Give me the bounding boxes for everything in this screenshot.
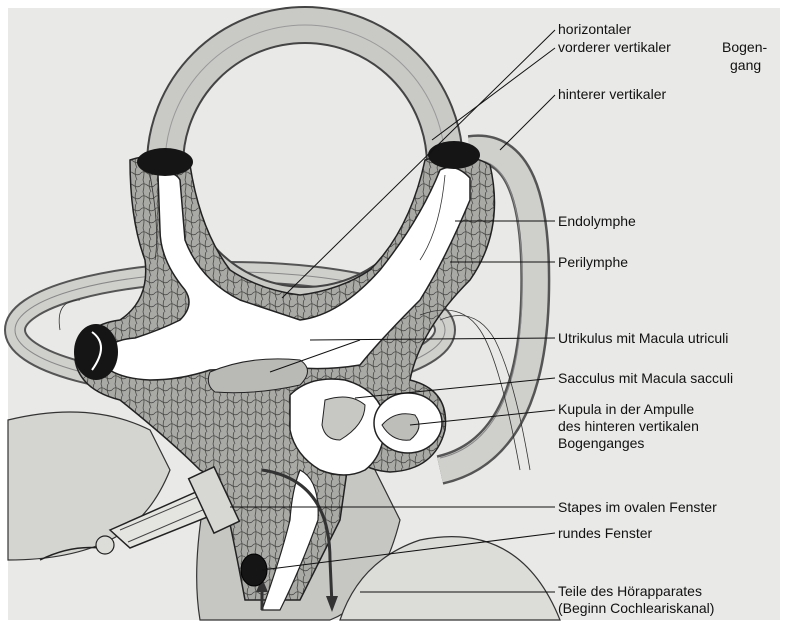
label-sacculus: Sacculus mit Macula sacculi [558, 370, 733, 387]
ampulla-anterior [137, 148, 193, 176]
label-cupula-3: Bogenganges [558, 435, 644, 452]
label-cochlea-1: Teile des Hörapparates [558, 583, 702, 600]
label-cochlea-2: (Beginn Cochleariskanal) [558, 600, 714, 617]
label-cupula-2: des hinteren vertikalen [558, 418, 699, 435]
label-stapes: Stapes im ovalen Fenster [558, 499, 717, 516]
label-horizontal-canal: horizontaler [558, 21, 631, 38]
ampulla-horizontal [428, 141, 480, 169]
label-utriculus: Utrikulus mit Macula utriculi [558, 330, 728, 347]
label-round-window: rundes Fenster [558, 525, 652, 542]
label-anterior-canal: vorderer vertikaler [558, 39, 671, 56]
label-bogengang-2: gang [730, 57, 761, 74]
label-endolymph: Endolymphe [558, 213, 636, 230]
ampulla-left [74, 324, 118, 380]
label-perilymph: Perilymphe [558, 254, 628, 271]
label-bogengang-1: Bogen- [722, 39, 767, 56]
label-posterior-canal: hinterer vertikaler [558, 86, 666, 103]
label-cupula-1: Kupula in der Ampulle [558, 401, 694, 418]
